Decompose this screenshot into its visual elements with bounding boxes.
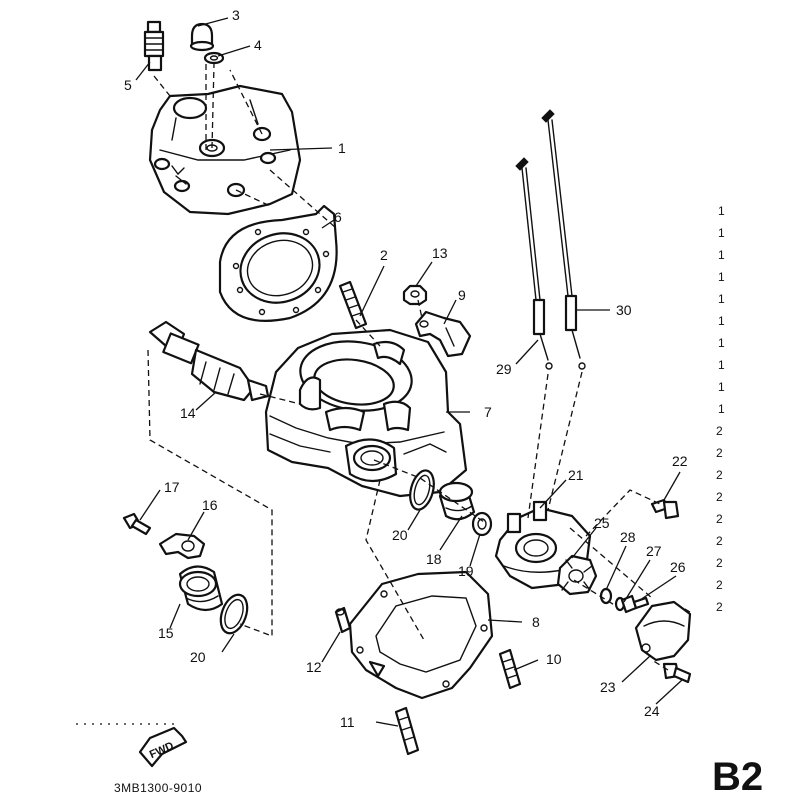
callout-3: 3 [232,7,240,23]
joint [178,565,224,612]
pulley [556,554,598,596]
parts-index-column: 1 1 1 1 1 1 1 1 1 1 2 2 2 2 2 2 2 2 2 [716,204,725,614]
callout-22: 22 [672,453,688,469]
drawing-code: 3MB1300-9010 [114,781,202,795]
callout-20-lower: 20 [190,649,206,665]
o-ring [409,469,435,511]
cable-bracket [414,310,472,358]
callout-2: 2 [380,247,388,263]
spark-plug [143,20,165,72]
index-entry: 2 [716,578,723,592]
control-cable [541,109,586,370]
flange-nut [402,284,428,306]
control-cable [515,157,553,370]
index-entry: 2 [716,556,723,570]
callout-11: 11 [340,714,355,730]
bolt [122,512,152,536]
callout-13: 13 [432,245,448,261]
valve-cover [634,600,692,662]
index-entry: 1 [718,226,725,240]
leader-lines [135,17,683,727]
callout-20-upper: 20 [392,527,408,543]
index-entry: 1 [718,336,725,350]
callout-30: 30 [616,302,632,318]
callout-19: 19 [458,563,474,579]
callout-29: 29 [496,361,512,377]
callout-23: 23 [600,679,616,695]
stud-bolt [394,706,420,756]
callout-18: 18 [426,551,442,567]
callout-12: 12 [306,659,322,675]
index-entry: 1 [718,402,725,416]
callout-5: 5 [124,77,132,93]
index-entry: 1 [718,248,725,262]
index-entry: 2 [716,446,723,460]
index-entry: 1 [718,380,725,394]
callout-1: 1 [338,140,346,156]
page-code: B2 [712,755,763,799]
washer [599,587,613,605]
callout-8: 8 [532,614,540,630]
index-entry: 2 [716,490,723,504]
power-valve-actuator [148,320,270,402]
callout-16: 16 [202,497,218,513]
index-entry: 1 [718,270,725,284]
callout-4: 4 [254,37,262,53]
callout-labels: 1 2 3 4 5 6 7 8 9 10 11 12 13 14 15 16 1… [124,7,688,730]
dowel-pin [334,606,352,634]
index-entry: 1 [718,292,725,306]
forward-arrow: FWD [138,726,188,768]
index-entry: 2 [716,424,723,438]
stud-bolt [338,280,368,330]
callout-27: 27 [646,543,662,559]
index-entry: 2 [716,512,723,526]
bearing [471,511,493,537]
cylinder [264,328,468,498]
index-entry: 1 [718,358,725,372]
callout-24: 24 [644,703,660,719]
stud-bolt [498,648,522,690]
callout-14: 14 [180,405,196,421]
index-entry: 2 [716,600,723,614]
callout-6: 6 [334,209,342,225]
collar [438,481,476,521]
washer [203,51,225,65]
index-entry: 1 [718,314,725,328]
cylinder-head [148,84,302,216]
callout-26: 26 [670,559,686,575]
index-entry: 2 [716,468,723,482]
cap-nut [189,22,215,52]
callout-7: 7 [484,404,492,420]
callout-15: 15 [158,625,174,641]
bolt [662,662,692,684]
callout-21: 21 [568,467,584,483]
bolt [650,498,680,520]
callout-10: 10 [546,651,562,667]
callout-17: 17 [164,479,180,495]
index-entry: 2 [716,534,723,548]
assembly-lines [147,63,691,671]
index-entry: 1 [718,204,725,218]
callout-25: 25 [594,515,610,531]
callout-9: 9 [458,287,466,303]
hose-clip-bracket [158,532,206,560]
callout-28: 28 [620,529,636,545]
head-gasket [218,204,338,322]
